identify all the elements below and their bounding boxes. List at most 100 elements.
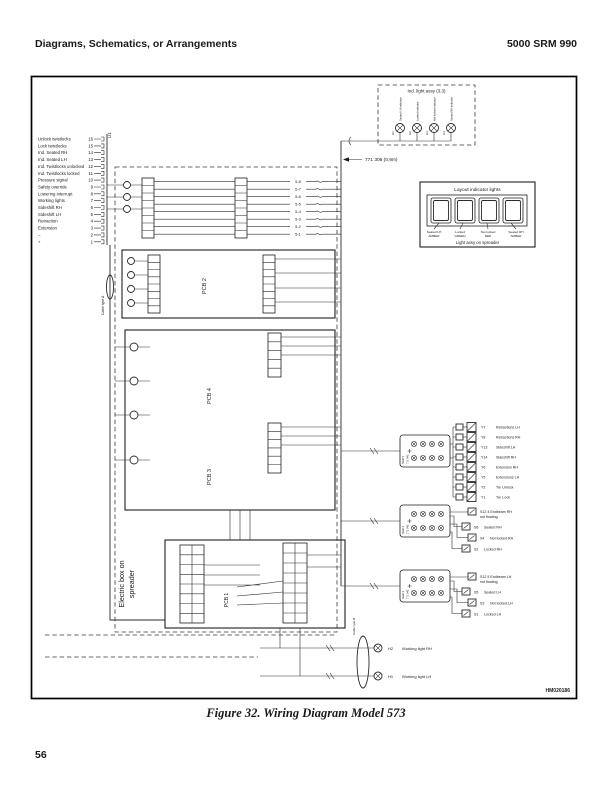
- indicator-squares: [430, 197, 524, 224]
- round-connector: [127, 257, 135, 265]
- valve-name: Retractions LH: [496, 425, 520, 429]
- dashed-enclosure: [114, 166, 338, 633]
- block-outline: [399, 504, 451, 538]
- pin-number: 7: [91, 198, 94, 203]
- block-label-1: Skaft 4: [401, 525, 405, 534]
- cable-a-label: Cable type A: [101, 295, 105, 315]
- pin-label: Sideshift LH: [38, 212, 61, 217]
- light-color: GREEN: [454, 234, 465, 238]
- ind-light-assy-box: [377, 84, 476, 146]
- wire-number: 5-7: [295, 186, 302, 191]
- cable-b-sheath: [356, 635, 370, 689]
- sensor-id: S2: [474, 548, 478, 552]
- valve-name: Extension RH: [496, 465, 518, 469]
- lamp-desc: Seated RH indicator: [450, 97, 454, 121]
- ind-light-assy-title: Ind. light assy (3.3): [407, 89, 446, 94]
- electric-box-feeds: [229, 510, 341, 568]
- connector-wires: [130, 184, 142, 210]
- sensor-id: S3: [480, 602, 484, 606]
- pin-label: Ind. Twistlocks locked: [38, 171, 80, 176]
- pin-number: 12: [88, 164, 93, 169]
- pin-label: Ind. Seated LH: [38, 157, 67, 162]
- sensor-id: S6: [474, 526, 478, 530]
- wire-number: 5-8: [295, 179, 302, 184]
- block-label-2: 771 042: [406, 524, 410, 534]
- u1-connector: Unlock twistlocks 16 Lock twistlocks 15 …: [38, 132, 112, 245]
- strip-cells: [268, 341, 281, 369]
- sensor-name: Not locked LH: [490, 602, 513, 606]
- branch-wire: [341, 517, 400, 525]
- connector-wires: [115, 346, 150, 461]
- bundle-wires: [247, 180, 341, 236]
- sensor-name: Not locked RH: [490, 537, 514, 541]
- sensor-name: Seated LH: [484, 591, 501, 595]
- valve-id: Y8: [481, 435, 485, 439]
- pin-label: Ind. Seated RH: [38, 150, 67, 155]
- lamp-id: H2: [408, 131, 412, 135]
- wire-number: 5-2: [295, 224, 302, 229]
- pin-label: Working lights: [38, 198, 65, 203]
- cable-a-run: Cable type A: [101, 184, 165, 621]
- strip-cells: [142, 185, 154, 231]
- ind-light-assy: Ind. light assy (3.3) Seated LH indicato…: [341, 84, 476, 146]
- pin-label: −: [38, 232, 41, 237]
- pin-label: Sideshift RH: [38, 205, 62, 210]
- pcb4-pcb3-board: PCB 4 PCB 3: [115, 329, 341, 511]
- electric-box-outline: [164, 539, 346, 629]
- diagram-code: HM020186: [546, 688, 571, 694]
- pin-terminal-glyphs: [94, 136, 105, 245]
- block-terminals: [407, 441, 444, 461]
- lamp-symbols: [373, 643, 383, 681]
- plus-terminal: [407, 449, 412, 453]
- header-section-title: Diagrams, Schematics, or Arrangements: [35, 38, 238, 50]
- sensor-name: Seated RH: [484, 526, 502, 530]
- light-name: Locked: [455, 230, 465, 234]
- wiring-diagram-figure: Unlock twistlocks 16 Lock twistlocks 15 …: [30, 75, 578, 700]
- electric-box-label-line2: spreader: [127, 569, 136, 598]
- valve-symbols: [455, 422, 477, 502]
- pin-number: 16: [88, 137, 93, 142]
- light-name: Not locked: [481, 230, 496, 234]
- round-connector: [123, 205, 131, 213]
- block-terminals: [407, 511, 444, 531]
- wiring-diagram-canvas: Unlock twistlocks 16 Lock twistlocks 15 …: [30, 75, 578, 700]
- electric-box-wires: [204, 564, 284, 606]
- sensor-label-line1: S12 5 Endbeam LH: [480, 575, 512, 579]
- lamp-symbols: [395, 123, 456, 133]
- wire-number: 5-3: [295, 216, 302, 221]
- strip-cells: [268, 431, 281, 465]
- valve-id: Y1: [481, 495, 485, 499]
- valve-feed-wires: [450, 426, 456, 498]
- plus-terminal: [407, 584, 412, 588]
- branch-wire: [341, 447, 400, 455]
- block-label-1: Skaft 3: [401, 590, 405, 599]
- wire-number: 5-4: [295, 209, 302, 214]
- round-connector: [127, 285, 135, 293]
- block-label-1: Skaft 5: [401, 455, 405, 464]
- valve-terminal-block: Skaft 5 771 042: [341, 434, 451, 468]
- sensor-block-lh: Skaft 3 771 042 S12 5 Endbeam LH not flo…: [341, 569, 513, 618]
- pin-number: 11: [89, 171, 94, 176]
- valve-name: Sideshift LH: [496, 445, 516, 449]
- pcb2-outline: [121, 249, 336, 319]
- round-connector: [129, 342, 139, 352]
- round-connector: [129, 410, 139, 420]
- bottom-dashed-lines: [45, 634, 335, 658]
- light-color: AMBER: [510, 234, 522, 238]
- terminal-strip: [267, 332, 282, 378]
- sensor-label-line2: not floating: [480, 515, 498, 519]
- round-connector: [123, 193, 131, 201]
- valve-id: Y2: [481, 485, 485, 489]
- page-number: 56: [35, 749, 47, 761]
- cable-assy-label: 771 306 (0,9m): [365, 157, 398, 163]
- pin-number: 5: [91, 212, 94, 217]
- pcb1-label: PCB 1: [224, 593, 230, 608]
- light-color: RED: [485, 234, 492, 238]
- unit-designator: U1: [107, 132, 112, 138]
- valve-name: Tw. Lock: [496, 495, 510, 499]
- wire-number: 5-1: [295, 231, 302, 236]
- wire-number: 5-6: [295, 194, 302, 199]
- upper-connector-strips: [123, 177, 248, 239]
- sensor-symbols: [461, 572, 477, 618]
- pin-label: Lowering interrupt: [38, 191, 73, 196]
